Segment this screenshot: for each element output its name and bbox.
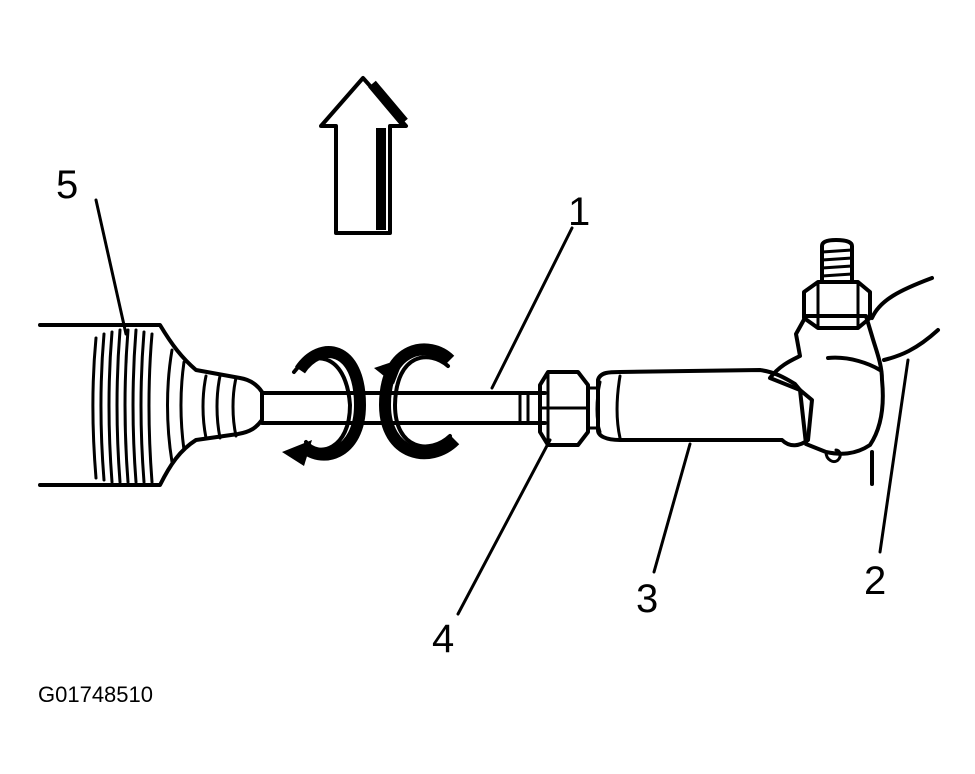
callout-3: 3 [636, 577, 658, 621]
direction-arrow-up [319, 76, 408, 235]
callout-4: 4 [432, 617, 454, 661]
leader-lines [94, 198, 910, 616]
callout-2: 2 [864, 559, 886, 603]
jam-nut [538, 370, 600, 447]
steering-gear-boot [38, 323, 264, 487]
steering-knuckle-arm [768, 238, 940, 486]
callout-1: 1 [568, 190, 590, 234]
callout-5: 5 [56, 163, 78, 207]
inner-tie-rod-shaft [260, 391, 547, 425]
rotation-arrow-right [374, 343, 460, 460]
outer-tie-rod-end [595, 368, 814, 448]
figure-id: G01748510 [38, 682, 153, 707]
rotation-arrow-left [282, 346, 367, 466]
